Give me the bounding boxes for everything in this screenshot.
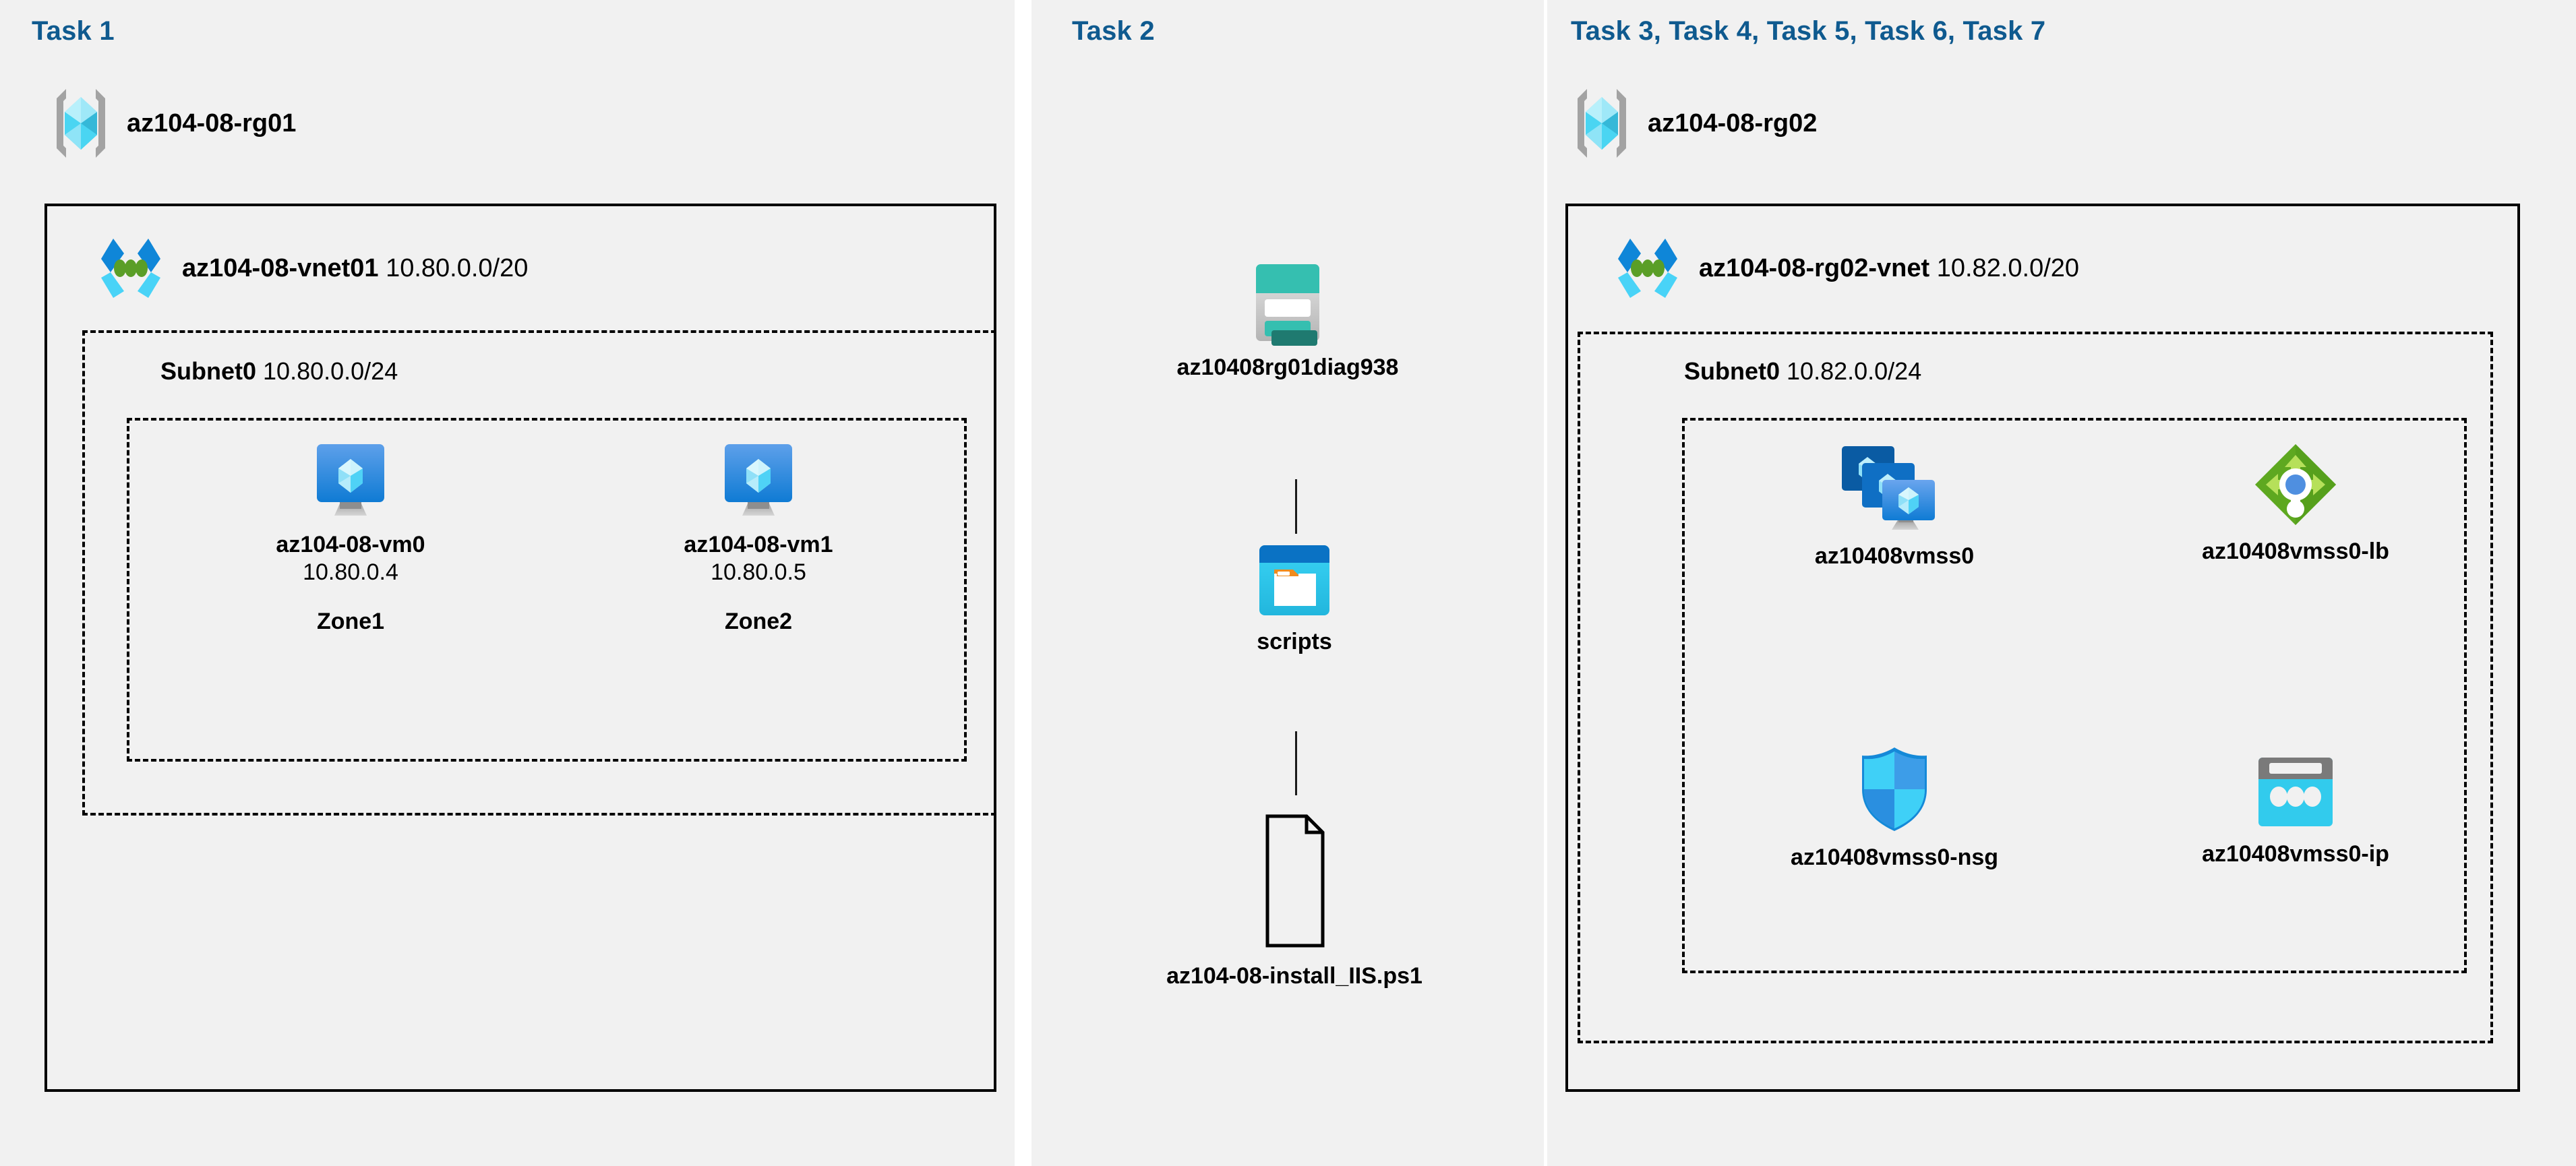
storage-account-node[interactable]: az10408rg01diag938 <box>1112 263 1463 381</box>
script-file-node[interactable]: az104-08-install_IIS.ps1 <box>1079 812 1510 989</box>
resource-group-header-rg01: az104-08-rg01 <box>50 86 296 160</box>
task2-title: Task 2 <box>1072 16 1155 46</box>
resource-group-label-rg02: az104-08-rg02 <box>1648 109 1818 137</box>
vnet-header-vnet01: az104-08-vnet01 10.80.0.0/20 <box>94 236 528 301</box>
vmss-node[interactable]: az10408vmss0 <box>1739 445 2049 570</box>
vm-name-0: az104-08-vm0 <box>276 532 425 557</box>
availability-zone-box-left <box>127 418 967 762</box>
public-ip-address-icon <box>2256 755 2335 830</box>
vnet-label-rg02: az104-08-rg02-vnet 10.82.0.0/20 <box>1699 253 2080 282</box>
task3to7-title: Task 3, Task 4, Task 5, Task 6, Task 7 <box>1571 16 2046 46</box>
blob-container-name: scripts <box>1257 629 1332 654</box>
blob-container-node[interactable]: scripts <box>1146 543 1443 655</box>
vm-scale-set-icon <box>1840 445 1948 532</box>
network-security-group-icon <box>1857 745 1932 834</box>
vm-zone-0: Zone1 <box>316 609 385 634</box>
public-ip-node[interactable]: az10408vmss0-ip <box>2140 755 2451 867</box>
resource-group-icon <box>50 86 112 160</box>
subnet-label-left: Subnet0 10.80.0.0/24 <box>160 357 398 385</box>
load-balancer-icon <box>2252 441 2339 528</box>
blob-container-icon <box>1257 543 1332 618</box>
vmss-name: az10408vmss0 <box>1814 543 1975 569</box>
resource-group-label-rg01: az104-08-rg01 <box>127 109 297 137</box>
vnet-header-rg02: az104-08-rg02-vnet 10.82.0.0/20 <box>1611 236 2079 301</box>
resource-group-header-rg02: az104-08-rg02 <box>1571 86 1817 160</box>
virtual-network-icon <box>94 236 167 301</box>
connector-storage-to-container <box>1295 479 1297 534</box>
subnet-box-right <box>1578 332 2493 1043</box>
vm-ip-1: 10.80.0.5 <box>711 559 806 585</box>
task1-title: Task 1 <box>32 16 115 46</box>
storage-account-name: az10408rg01diag938 <box>1176 355 1399 380</box>
load-balancer-name: az10408vmss0-lb <box>2202 539 2389 564</box>
nsg-name: az10408vmss0-nsg <box>1790 845 1999 870</box>
file-document-icon <box>1250 812 1339 952</box>
resource-group-inner-box-right <box>1682 418 2467 973</box>
virtual-machine-icon <box>719 441 798 521</box>
vm-name-1: az104-08-vm1 <box>684 532 833 557</box>
resource-group-icon <box>1571 86 1633 160</box>
connector-container-to-file <box>1295 731 1297 795</box>
storage-account-icon-bar <box>1271 330 1317 346</box>
subnet-label-right: Subnet0 10.82.0.0/24 <box>1684 357 1922 385</box>
public-ip-name: az10408vmss0-ip <box>2202 841 2389 867</box>
vm-ip-0: 10.80.0.4 <box>303 559 398 585</box>
vnet-label-vnet01: az104-08-vnet01 10.80.0.0/20 <box>182 253 529 282</box>
vm-zone-1: Zone2 <box>724 609 793 634</box>
virtual-machine-icon <box>311 441 390 521</box>
vm-node-0[interactable]: az104-08-vm0 10.80.0.4 Zone1 <box>229 441 472 635</box>
nsg-node[interactable]: az10408vmss0-nsg <box>1739 745 2049 871</box>
virtual-network-icon <box>1611 236 1684 301</box>
subnet-box-left <box>82 330 996 816</box>
vm-node-1[interactable]: az104-08-vm1 10.80.0.5 Zone2 <box>637 441 880 635</box>
script-file-name: az104-08-install_IIS.ps1 <box>1166 963 1422 989</box>
vnet-box-rg02-vnet <box>1565 204 2520 1092</box>
load-balancer-node[interactable]: az10408vmss0-lb <box>2140 441 2451 565</box>
